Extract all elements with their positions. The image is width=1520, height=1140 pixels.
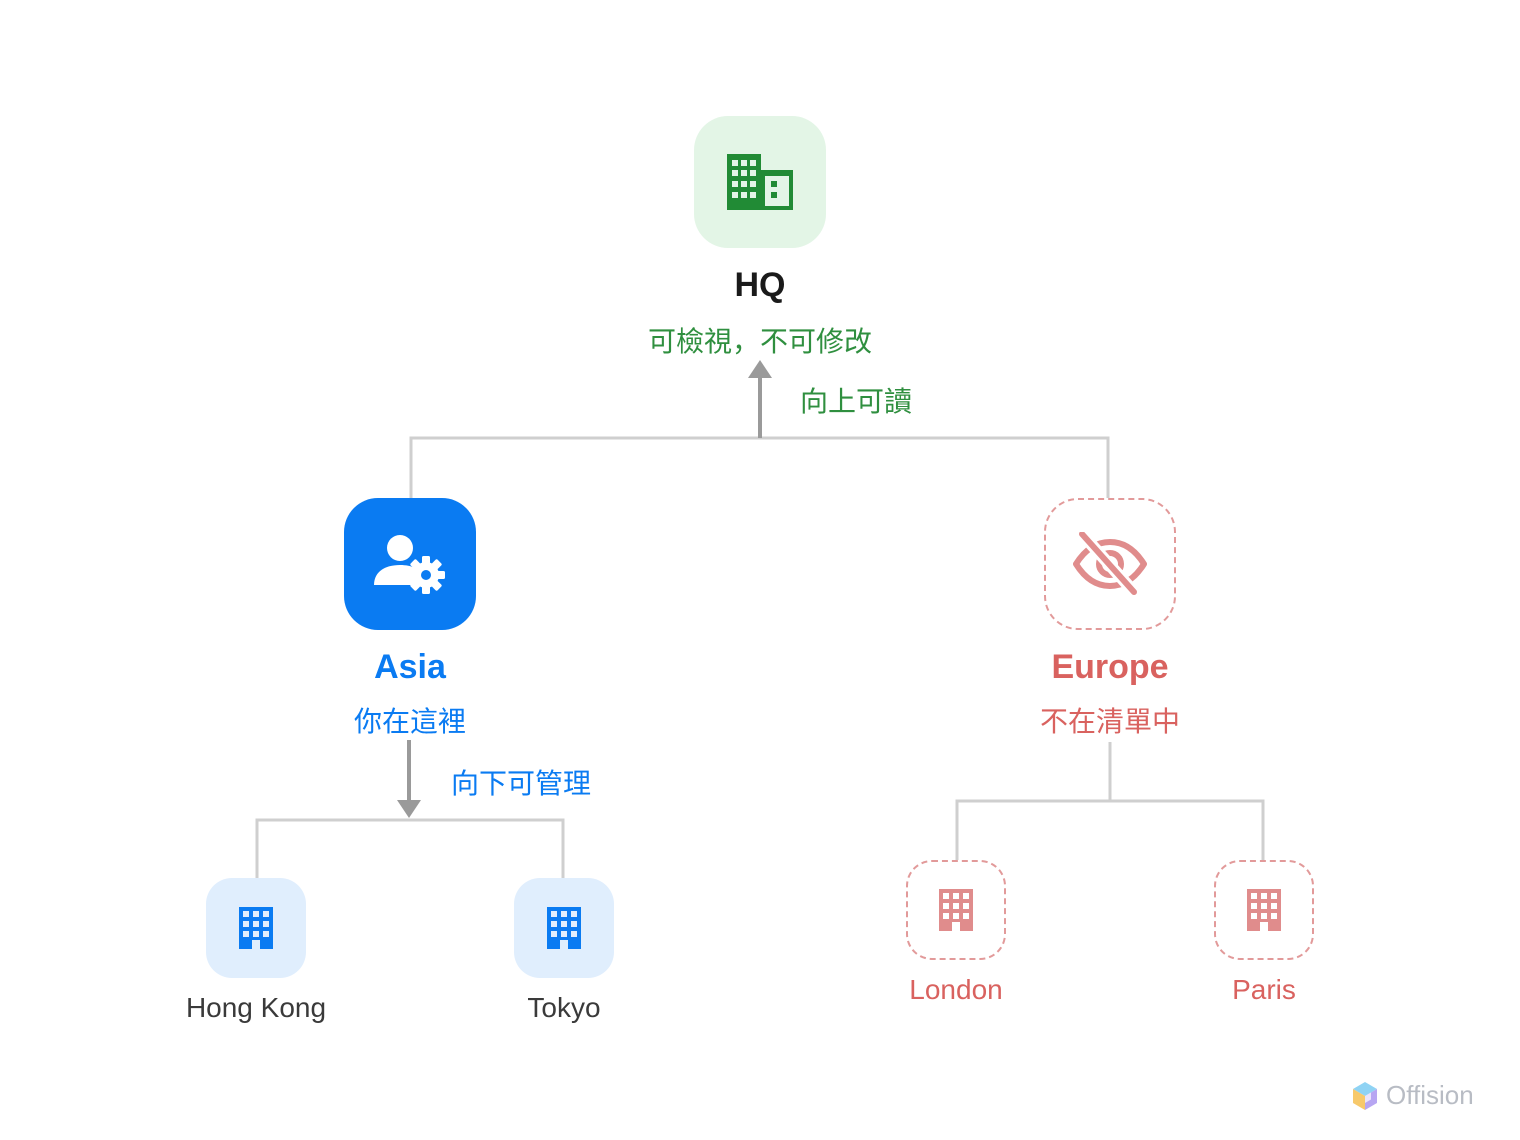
building-icon — [1247, 889, 1281, 931]
london-label: London — [909, 974, 1003, 1005]
europe-branch-line — [955, 799, 1265, 860]
asia-title: Asia — [374, 648, 446, 686]
up-arrow — [748, 360, 772, 438]
europe-node[interactable] — [1044, 498, 1176, 630]
eye-off-icon — [1073, 532, 1147, 596]
brand-watermark: Offision — [1352, 1080, 1474, 1111]
down-arrow — [397, 740, 421, 818]
up-relation-label: 向上可讀 — [799, 386, 913, 417]
hong-kong-node[interactable] — [206, 878, 306, 978]
hong-kong-label: Hong Kong — [185, 992, 327, 1023]
asia-location-note: 你在這裡 — [353, 706, 467, 737]
asia-branch-line — [255, 818, 565, 878]
paris-node[interactable] — [1214, 860, 1314, 960]
building-icon — [939, 889, 973, 931]
hq-branch-line — [409, 436, 1110, 498]
hq-title: HQ — [734, 266, 786, 304]
europe-visibility-note: 不在清單中 — [1039, 706, 1181, 737]
office-building-icon — [727, 154, 793, 210]
down-relation-label: 向下可管理 — [450, 768, 592, 799]
brand-name: Offision — [1386, 1080, 1474, 1110]
paris-label: Paris — [1232, 974, 1296, 1005]
tokyo-node[interactable] — [514, 878, 614, 978]
tokyo-label: Tokyo — [527, 992, 601, 1023]
london-node[interactable] — [906, 860, 1006, 960]
europe-title: Europe — [1051, 648, 1169, 686]
hq-permission-note: 可檢視，不可修改 — [647, 326, 873, 357]
building-icon — [239, 907, 273, 949]
offision-logo-icon — [1353, 1081, 1377, 1110]
user-settings-icon — [374, 535, 445, 594]
hq-node[interactable] — [694, 116, 826, 248]
building-icon — [547, 907, 581, 949]
asia-node[interactable] — [344, 498, 476, 630]
